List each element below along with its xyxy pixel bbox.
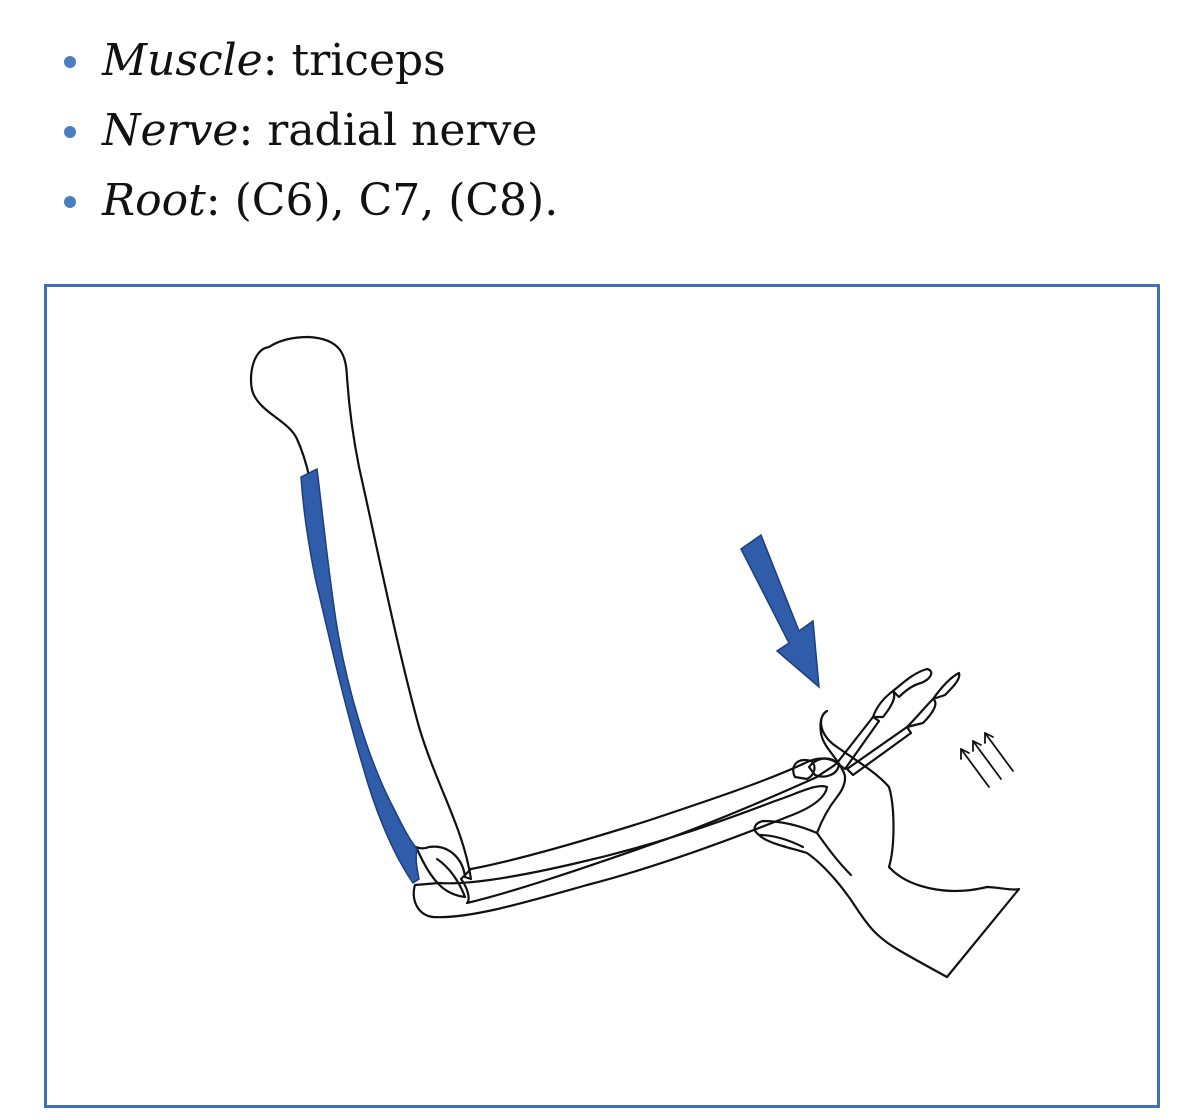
triceps-muscle	[300, 467, 420, 885]
term-value: radial nerve	[253, 105, 538, 156]
figure-frame	[44, 284, 1160, 1108]
term-separator: :	[262, 35, 278, 86]
arm-illustration	[249, 335, 1021, 979]
bullet-dot-icon	[64, 196, 76, 208]
bullet-list: Muscle: triceps Nerve: radial nerve Root…	[62, 26, 558, 236]
bullet-dot-icon	[64, 56, 76, 68]
bullet-root: Root: (C6), C7, (C8).	[62, 166, 558, 236]
bullet-dot-icon	[64, 126, 76, 138]
carpal-bones	[792, 757, 841, 781]
term-value: (C6), C7, (C8).	[220, 175, 559, 226]
force-arrow-icon	[740, 533, 820, 689]
ulna-bone	[412, 785, 829, 919]
examiner-hand	[753, 709, 1021, 979]
term-separator: :	[238, 105, 254, 156]
finger-bones	[835, 667, 961, 777]
bullet-muscle: Muscle: triceps	[62, 26, 558, 96]
term-separator: :	[205, 175, 221, 226]
term-label: Nerve	[102, 105, 239, 156]
humerus-bone	[249, 335, 473, 881]
resistance-arrows-icon	[960, 732, 1014, 788]
term-label: Muscle	[102, 35, 263, 86]
elbow-joint	[415, 847, 467, 899]
term-label: Root	[102, 175, 206, 226]
radius-bone	[459, 757, 839, 905]
examiner-fingers	[757, 831, 853, 877]
bullet-nerve: Nerve: radial nerve	[62, 96, 558, 166]
term-value: triceps	[277, 35, 446, 86]
